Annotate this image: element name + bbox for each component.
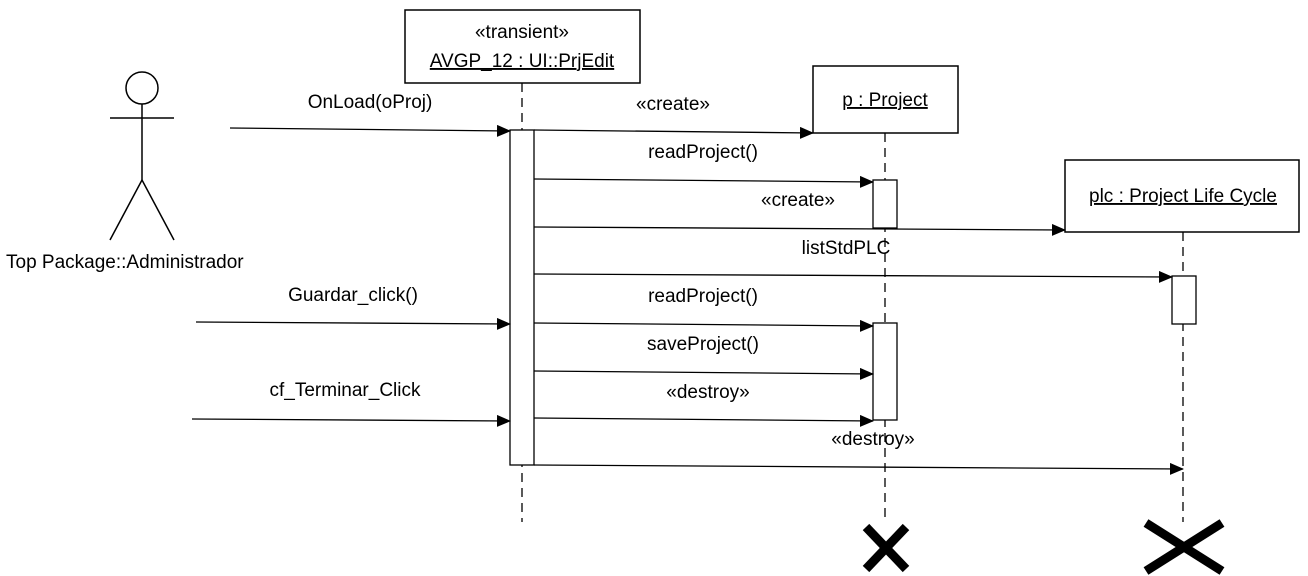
- ui-object-name: AVGP_12 : UI::PrjEdit: [430, 51, 615, 72]
- terminar-click-label: cf_Terminar_Click: [270, 380, 421, 401]
- destroy-plc-arrow: [533, 462, 1184, 475]
- read-project-2-label: readProject(): [648, 286, 758, 307]
- guardar-click-label: Guardar_click(): [288, 285, 418, 306]
- list-std-plc-arrow: [533, 270, 1173, 283]
- ui-object-box: [404, 9, 641, 84]
- plc-destroy-mark: [1143, 519, 1225, 575]
- plc-object-name: plc : Project Life Cycle: [1089, 186, 1277, 207]
- project-object-name: p : Project: [842, 90, 928, 111]
- create-plc-label: «create»: [761, 190, 835, 211]
- destroy-project-arrow: [533, 414, 874, 427]
- actor-stick-figure: [109, 71, 175, 241]
- read-project-1-label: readProject(): [648, 142, 758, 163]
- create-plc-arrow: [533, 223, 1066, 236]
- onload-label: OnLoad(oProj): [308, 92, 433, 113]
- list-std-plc-label: listStdPLC: [802, 238, 891, 259]
- ui-object-stereotype: «transient»: [475, 22, 569, 43]
- ui-activation-bar: [509, 129, 535, 466]
- actor-name: Top Package::Administrador: [6, 252, 244, 273]
- destroy-plc-label: «destroy»: [831, 429, 914, 450]
- plc-object-box: [1064, 159, 1300, 233]
- save-project-label: saveProject(): [647, 334, 759, 355]
- project-activation-bar-2: [872, 322, 898, 421]
- project-object-box: [812, 65, 959, 134]
- destroy-project-label: «destroy»: [666, 382, 749, 403]
- onload-arrow: [229, 124, 511, 137]
- save-project-arrow: [533, 367, 874, 380]
- read-project-1-arrow: [533, 175, 874, 188]
- create-project-arrow: [533, 126, 814, 139]
- guardar-click-arrow: [195, 317, 511, 330]
- project-activation-bar-1: [872, 179, 898, 229]
- create-project-label: «create»: [636, 94, 710, 115]
- terminar-click-arrow: [191, 414, 511, 427]
- project-destroy-mark: [862, 523, 910, 573]
- read-project-2-arrow: [533, 319, 874, 332]
- plc-activation-bar: [1171, 275, 1197, 325]
